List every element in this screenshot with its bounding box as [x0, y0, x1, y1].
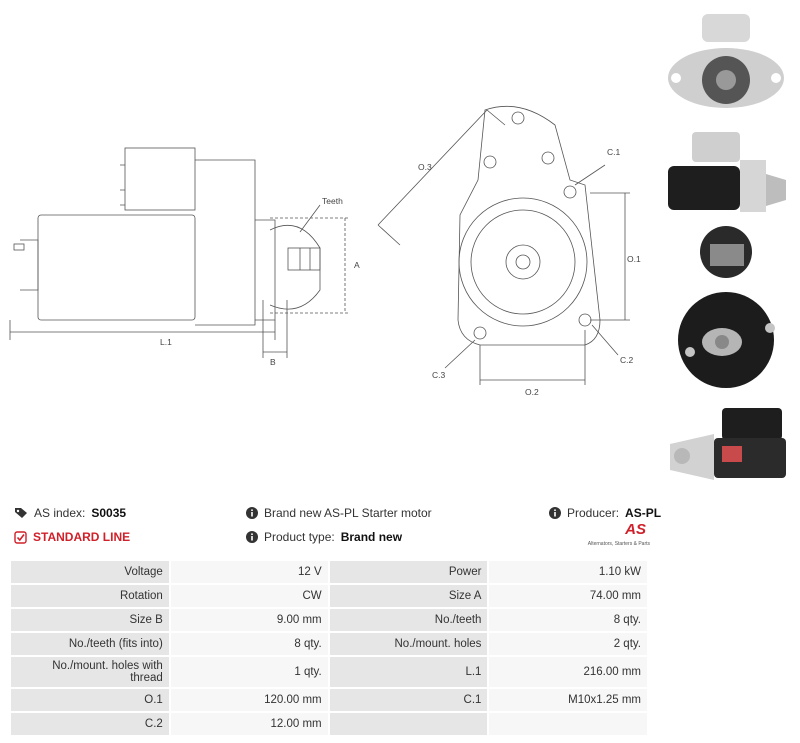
spec-key-cell: No./teeth [329, 609, 488, 631]
logo-tagline: Alternators, Starters & Parts [587, 541, 650, 547]
spec-key-cell: No./teeth (fits into) [11, 633, 169, 655]
producer-value: AS-PL [625, 506, 662, 520]
spec-value-cell: 1.10 kW [489, 561, 647, 583]
dim-o1-label: O.1 [627, 254, 641, 264]
spec-value-cell [489, 713, 647, 735]
spec-key-cell: No./mount. holes [329, 633, 488, 655]
dim-c2-label: C.2 [620, 355, 634, 365]
spec-key-cell: Size A [329, 585, 488, 607]
info-icon [246, 531, 258, 543]
product-photo-top [670, 408, 786, 480]
checkbox-icon [14, 530, 27, 544]
spec-value-cell: 120.00 mm [170, 689, 328, 711]
product-type-value: Brand new [340, 530, 403, 544]
spec-key-cell: C.2 [11, 713, 169, 735]
spec-value-cell: 9.00 mm [170, 609, 328, 631]
dim-b-label: B [270, 357, 276, 367]
tag-icon [15, 508, 27, 518]
info-icon [246, 507, 258, 519]
spec-key-cell: C.1 [329, 689, 488, 711]
spec-value-cell: M10x1.25 mm [489, 689, 647, 711]
spec-value-cell: 216.00 mm [489, 657, 647, 687]
dim-l1-label: L.1 [160, 337, 172, 347]
technical-drawing: Teeth A L.1 B O.3 C.1 O.1 C.3 C.2 O.2 [9, 105, 641, 397]
spec-key-cell: No./mount. holes with thread [11, 657, 169, 687]
spec-value-cell: CW [170, 585, 328, 607]
product-type-label: Product type: [264, 530, 335, 544]
dim-a-label: A [354, 260, 360, 270]
producer-label: Producer: [567, 506, 620, 520]
as-index-value: S0035 [91, 506, 127, 520]
spec-value-cell: 8 qty. [489, 609, 647, 631]
product-description: Brand new AS-PL Starter motor [264, 506, 432, 520]
spec-value-cell: 2 qty. [489, 633, 647, 655]
spec-value-cell: 8 qty. [170, 633, 328, 655]
spec-value-cell: 1 qty. [170, 657, 328, 687]
teeth-label: Teeth [322, 196, 343, 206]
spec-value-cell: 12 V [170, 561, 328, 583]
product-photo-rear [678, 226, 775, 388]
dim-c1-label: C.1 [607, 147, 621, 157]
as-pl-logo: AS Alternators, Starters & Parts [586, 521, 650, 553]
dim-c3-label: C.3 [432, 370, 446, 380]
dim-o2-label: O.2 [525, 387, 539, 397]
product-photo-front [668, 14, 784, 108]
standard-line-label: STANDARD LINE [33, 530, 131, 544]
table-row: No./teeth (fits into)8 qty.No./mount. ho… [11, 633, 647, 655]
spec-key-cell: Size B [11, 609, 169, 631]
spec-key-cell: Voltage [11, 561, 169, 583]
spec-key-cell [329, 713, 488, 735]
logo-mark: AS [625, 521, 646, 538]
as-index-label: AS index: [34, 506, 86, 520]
spec-value-cell: 74.00 mm [489, 585, 647, 607]
spec-key-cell: Rotation [11, 585, 169, 607]
spec-key-cell: L.1 [329, 657, 488, 687]
spec-value-cell: 12.00 mm [170, 713, 328, 735]
product-photo-side [668, 132, 786, 212]
dim-o3-label: O.3 [418, 162, 432, 172]
spec-key-cell: O.1 [11, 689, 169, 711]
spec-key-cell: Power [329, 561, 488, 583]
info-icon [549, 507, 561, 519]
